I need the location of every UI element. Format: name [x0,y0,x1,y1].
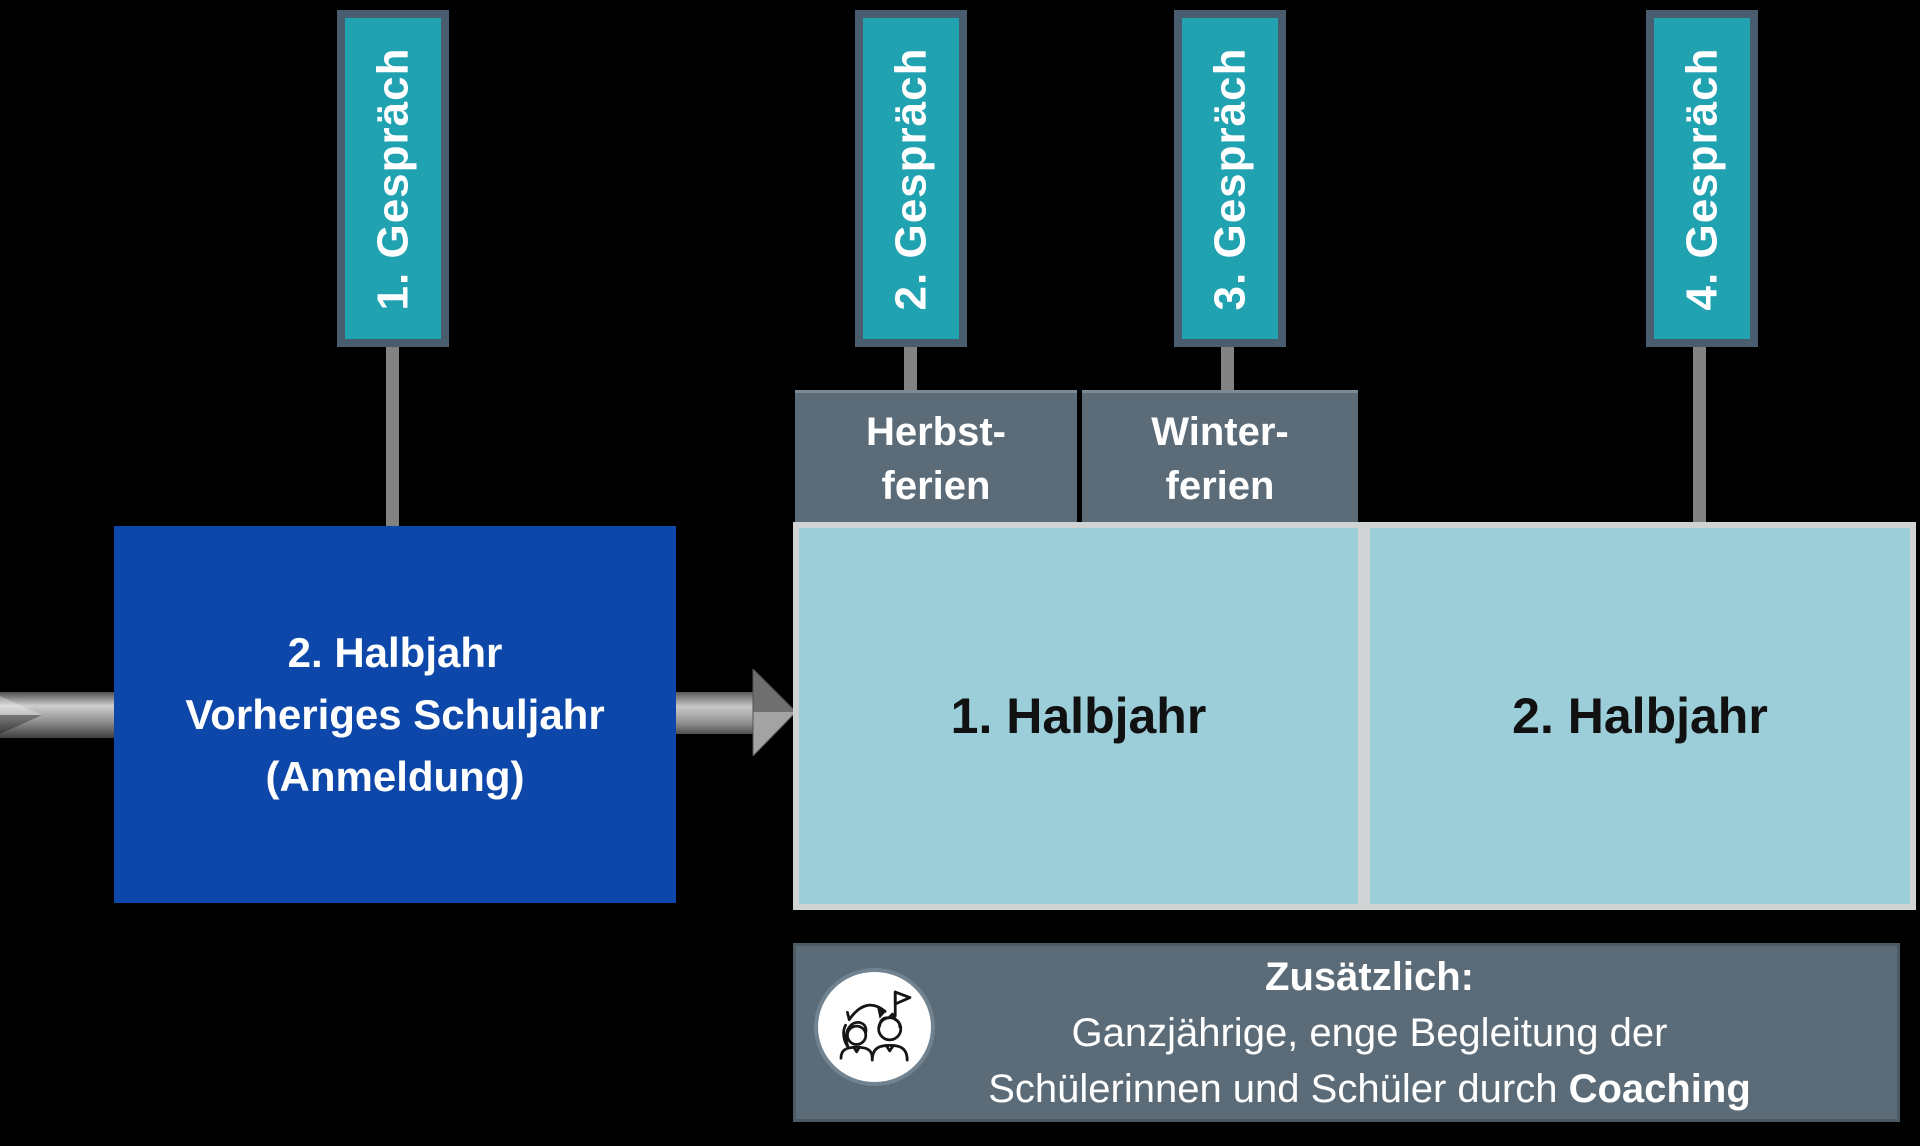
halbjahr-1-label: 1. Halbjahr [950,688,1207,744]
coaching-title: Zusätzlich: [1265,954,1474,999]
right-arrow-icon [676,669,796,756]
gespraech-label-1: 1. Gespräch [337,10,449,347]
coaching-line-3: Schülerinnen und Schüler durch Coaching [842,1061,1897,1117]
halbjahr-1-box: 1. Halbjahr [793,522,1364,910]
halbjahr-2-box: 2. Halbjahr [1364,522,1916,910]
coaching-line-3-text: Schülerinnen und Schüler durch [988,1066,1569,1111]
registration-line-1: 2. Halbjahr [287,628,503,676]
coaching-line-3-bold: Coaching [1568,1066,1751,1111]
connector-stem-1 [386,340,399,530]
registration-line-2: Vorheriges Schuljahr [185,690,605,738]
gespraech-label-4: 4. Gespräch [1646,10,1758,347]
coaching-icon-circle [818,972,931,1082]
halbjahr-2-label: 2. Halbjahr [1512,688,1768,744]
gespraech-label-4-text: 4. Gespräch [1677,47,1726,310]
herbstferien-line-2: ferien [881,464,991,508]
gespraech-label-2-text: 2. Gespräch [886,47,935,310]
registration-line-3: (Anmeldung) [265,752,525,800]
incoming-arrow-tail [0,692,114,738]
gespraech-label-3-text: 3. Gespräch [1205,47,1254,310]
gespraech-label-3: 3. Gespräch [1174,10,1286,347]
connector-stem-4 [1693,340,1706,532]
gespraech-label-2: 2. Gespräch [855,10,967,347]
coaching-box: Zusätzlich: Ganzjährige, enge Begleitung… [793,943,1900,1122]
winterferien-line-1: Winter- [1151,410,1289,454]
coaching-people-exchange-icon [839,990,911,1062]
winterferien-box: Winter- ferien [1082,390,1358,525]
herbstferien-line-1: Herbst- [865,410,1007,454]
coaching-line-2: Ganzjährige, enge Begleitung der [1071,1010,1668,1055]
registration-box: 2. Halbjahr Vorheriges Schuljahr (Anmeld… [114,526,676,903]
winterferien-line-2: ferien [1165,464,1275,508]
herbstferien-box: Herbst- ferien [795,390,1077,525]
gespraech-label-1-text: 1. Gespräch [368,47,417,310]
